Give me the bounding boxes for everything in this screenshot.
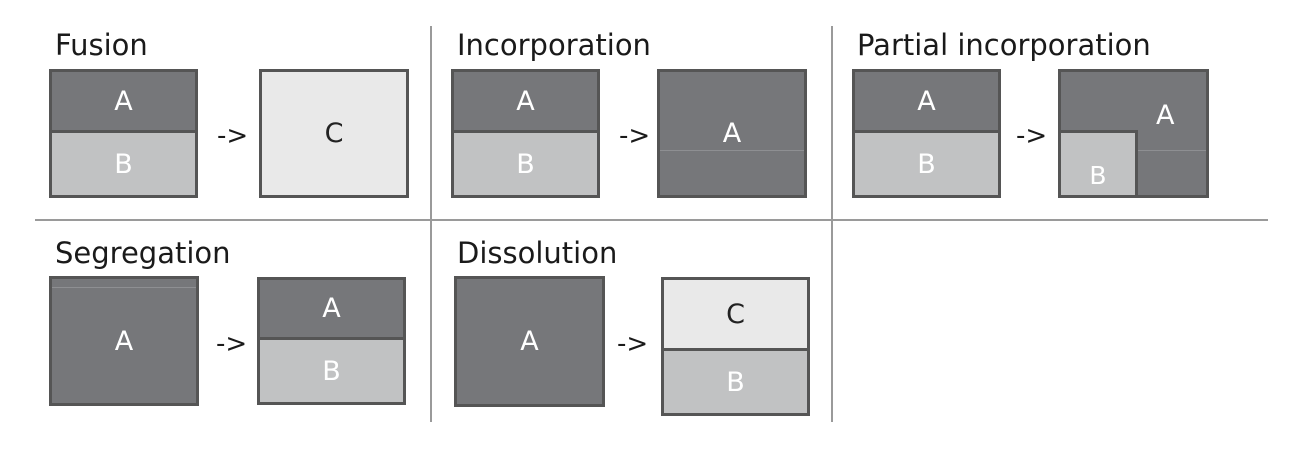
panel-title: Partial incorporation — [857, 28, 1151, 62]
segment-b: B — [454, 133, 597, 195]
panel-title: Dissolution — [457, 236, 618, 270]
before-box: A B — [852, 69, 1001, 198]
panel-title: Segregation — [55, 236, 231, 270]
segment-a: A — [660, 72, 804, 195]
transition-arrow: -> — [1016, 121, 1048, 151]
after-box: A — [657, 69, 807, 198]
segment-a: A — [52, 279, 196, 403]
faint-boundary — [52, 287, 196, 288]
after-box: A B — [257, 277, 406, 405]
segment-a: A — [260, 280, 403, 340]
segment-b: B — [664, 351, 807, 413]
panel-title: Fusion — [55, 28, 148, 62]
segment-b-inset: B — [1061, 130, 1138, 195]
transition-arrow: -> — [617, 329, 649, 359]
segment-a: A — [457, 279, 602, 404]
before-box: A — [49, 276, 199, 406]
after-box: A B — [1058, 69, 1209, 198]
before-box: A — [454, 276, 605, 407]
transition-arrow: -> — [619, 121, 651, 151]
segment-a-label: A — [1156, 100, 1175, 131]
faint-boundary — [660, 150, 804, 151]
horizontal-divider — [35, 219, 1268, 221]
segment-b: B — [260, 340, 403, 402]
vertical-divider-left — [430, 26, 432, 422]
segment-a: A — [454, 72, 597, 133]
segment-a: A — [52, 72, 195, 133]
after-box: C B — [661, 277, 810, 416]
segment-a: A — [855, 72, 998, 133]
before-box: A B — [451, 69, 600, 198]
segment-b: B — [52, 133, 195, 195]
segment-c: C — [262, 72, 406, 195]
transition-arrow: -> — [216, 329, 248, 359]
after-box: C — [259, 69, 409, 198]
transition-arrow: -> — [217, 121, 249, 151]
before-box: A B — [49, 69, 198, 198]
segment-c: C — [664, 280, 807, 351]
vertical-divider-right — [831, 26, 833, 422]
segment-b: B — [855, 133, 998, 195]
panel-title: Incorporation — [457, 28, 651, 62]
